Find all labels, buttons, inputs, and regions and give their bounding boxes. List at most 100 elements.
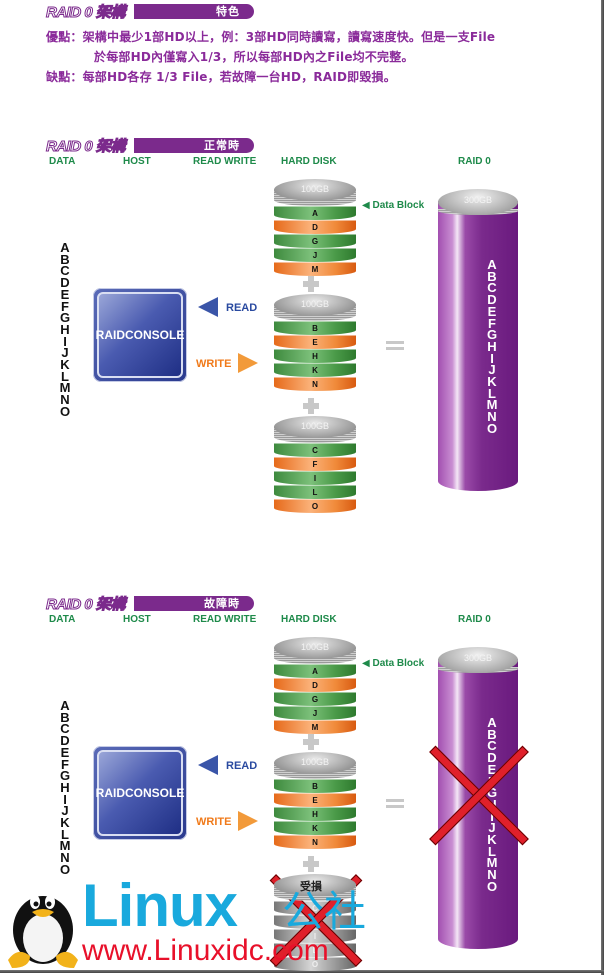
- data-letter: D: [60, 733, 70, 749]
- disk-capacity: 100GB: [274, 416, 356, 438]
- data-block: E: [274, 793, 356, 807]
- data-letter: N: [60, 392, 70, 408]
- data-block: O: [274, 499, 356, 513]
- banner-tag: 正常時: [204, 139, 240, 152]
- console-line-1: RAID: [95, 328, 125, 342]
- data-letter: O: [59, 403, 71, 419]
- data-block: K: [274, 821, 356, 835]
- plus-icon: [303, 276, 319, 292]
- raid0-letter: A: [487, 257, 497, 272]
- raid0-letter: L: [488, 385, 496, 401]
- raid0-letter: M: [486, 397, 498, 413]
- disk-capacity-label: 100GB: [300, 421, 330, 431]
- raid0-letter: N: [487, 409, 497, 425]
- data-letter: A: [60, 240, 70, 255]
- read-arrow-icon: [198, 755, 218, 775]
- raid0-capacity: 300GB: [438, 647, 518, 673]
- data-letter: M: [59, 380, 71, 396]
- disk-capacity-label: 100GB: [300, 642, 330, 652]
- column-header-data: DATA: [49, 156, 76, 167]
- data-block: F: [274, 457, 356, 471]
- data-block: M: [274, 262, 356, 276]
- column-header-read-write: READ WRITE: [193, 156, 257, 167]
- data-block: A: [274, 664, 356, 678]
- page-edge-shadow-bottom: [0, 970, 604, 973]
- disk-capacity: 100GB: [274, 752, 356, 774]
- pros-line-2: 於每部HD內僅寫入1/3，所以每部HD內之File均不完整。: [94, 50, 414, 64]
- data-block: H: [274, 807, 356, 821]
- data-letter: D: [60, 275, 70, 291]
- equals-icon: [386, 799, 404, 809]
- raid0-capacity-label: 300GB: [463, 653, 493, 663]
- watermark-brand: Linux: [82, 872, 238, 939]
- data-letter: E: [60, 744, 70, 760]
- data-letter: H: [60, 779, 70, 795]
- banner-bar: 正常時: [134, 138, 254, 153]
- raid0-letter: O: [486, 420, 498, 436]
- data-letter: I: [63, 333, 67, 349]
- equals-icon: [386, 341, 404, 351]
- plus-icon: [303, 734, 319, 750]
- watermark-url[interactable]: www.Linuxidc.com: [82, 934, 329, 967]
- banner-tag: 故障時: [204, 597, 240, 610]
- data-letter: G: [59, 310, 71, 326]
- data-block: G: [274, 692, 356, 706]
- data-letter: L: [61, 826, 69, 842]
- raid0-letter: I: [490, 350, 494, 366]
- tux-penguin-icon: [8, 895, 78, 968]
- disk-capacity: [274, 874, 356, 896]
- data-letter: O: [59, 861, 71, 877]
- column-header-host: HOST: [123, 156, 151, 167]
- data-block: A: [274, 206, 356, 220]
- raid0-letter: E: [487, 303, 497, 319]
- data-block: I: [274, 471, 356, 485]
- section-banner: 正常時 RAID 0 架構: [46, 136, 254, 156]
- watermark-brand-cn: 公社: [282, 887, 367, 936]
- raid0-letter: J: [488, 362, 496, 378]
- banner-bar: 特色: [134, 4, 254, 19]
- data-block: L: [274, 485, 356, 499]
- column-header-hard-disk: HARD DISK: [281, 614, 337, 625]
- raid0-letter: A: [487, 715, 497, 730]
- raid0-letter: H: [487, 338, 497, 354]
- column-header-read-write: READ WRITE: [193, 614, 257, 625]
- data-letter: K: [60, 357, 70, 373]
- raid0-letter: O: [486, 878, 498, 894]
- banner-tag: 特色: [216, 5, 240, 18]
- column-header-host: HOST: [123, 614, 151, 625]
- banner-title: RAID 0 架構: [46, 138, 126, 156]
- data-letter: M: [59, 838, 71, 854]
- column-header-hard-disk: HARD DISK: [281, 156, 337, 167]
- data-letter: K: [60, 815, 70, 831]
- page-edge-shadow: [601, 0, 604, 975]
- banner-bar: 故障時: [134, 596, 254, 611]
- raid0-letter: N: [487, 867, 497, 883]
- data-block: D: [274, 678, 356, 692]
- data-block: H: [274, 349, 356, 363]
- raid0-letter: G: [486, 327, 498, 343]
- write-arrow-icon: [238, 811, 258, 831]
- damaged-label: 受損: [300, 880, 322, 893]
- plus-icon: [303, 856, 319, 872]
- disk-capacity: 100GB: [274, 179, 356, 201]
- data-letter: B: [60, 709, 70, 725]
- raid0-letter: M: [486, 855, 498, 871]
- column-header-raid0: RAID 0: [458, 614, 491, 625]
- data-letter: N: [60, 850, 70, 866]
- data-letter: F: [61, 298, 69, 314]
- read-label: READ: [226, 302, 258, 314]
- raid0-letter: F: [488, 315, 496, 331]
- console-line-2: CONSOLE: [125, 786, 185, 800]
- data-block: K: [274, 363, 356, 377]
- data-letter: A: [60, 698, 70, 713]
- raid0-capacity: 300GB: [438, 189, 518, 215]
- console-line-2: CONSOLE: [125, 328, 185, 342]
